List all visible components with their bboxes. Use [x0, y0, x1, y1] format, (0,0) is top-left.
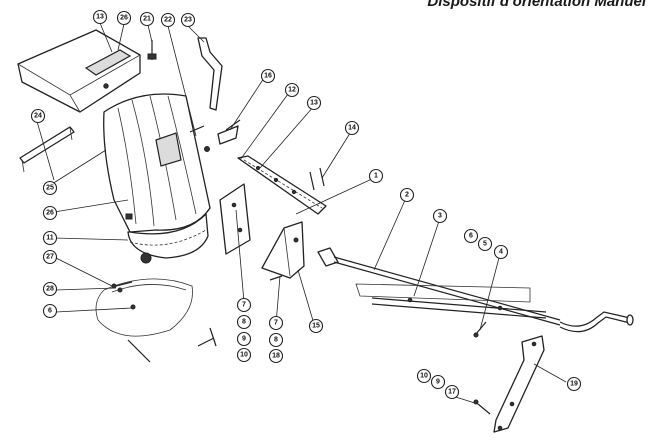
callout-28: 28 — [42, 281, 58, 297]
callout-8a: 8 — [236, 314, 252, 330]
svg-text:26: 26 — [120, 15, 128, 22]
crank-shaft — [317, 247, 634, 333]
locking-lever — [197, 37, 241, 145]
callout-13a: 13 — [92, 9, 108, 25]
svg-text:16: 16 — [264, 73, 272, 80]
mounting-brackets — [219, 183, 305, 281]
deflector-bracket — [19, 126, 75, 173]
callout-13b: 13 — [306, 95, 322, 111]
svg-text:7: 7 — [242, 302, 246, 309]
svg-text:10: 10 — [420, 373, 428, 380]
svg-text:12: 12 — [288, 87, 296, 94]
page-title: Dispositif d'orientation Manuel — [427, 0, 646, 10]
callout-21: 21 — [139, 11, 155, 27]
svg-text:7: 7 — [274, 320, 278, 327]
callout-23: 23 — [180, 12, 196, 28]
svg-text:18: 18 — [272, 353, 280, 360]
callout-1: 1 — [368, 168, 384, 184]
svg-text:11: 11 — [46, 235, 54, 242]
svg-text:26: 26 — [46, 210, 54, 217]
svg-text:28: 28 — [46, 286, 54, 293]
svg-text:19: 19 — [570, 381, 578, 388]
svg-text:13: 13 — [96, 14, 104, 21]
svg-text:15: 15 — [312, 323, 320, 330]
callout-7a: 7 — [236, 297, 252, 313]
svg-text:6: 6 — [48, 308, 52, 315]
svg-text:3: 3 — [438, 213, 442, 220]
svg-text:27: 27 — [46, 254, 54, 261]
callout-6b: 6 — [42, 303, 58, 319]
callout-6a: 6 — [463, 228, 479, 244]
chute-cover — [17, 29, 141, 113]
svg-text:22: 22 — [164, 17, 172, 24]
callout-17: 17 — [444, 384, 460, 400]
callout-25: 25 — [42, 180, 58, 196]
callout-12: 12 — [284, 82, 300, 98]
discharge-chute — [103, 93, 211, 259]
support-bracket — [473, 335, 545, 433]
callout-10b: 10 — [416, 368, 432, 384]
svg-text:1: 1 — [374, 173, 378, 180]
callout-26a: 26 — [116, 10, 132, 26]
svg-text:6: 6 — [469, 233, 473, 240]
svg-text:21: 21 — [143, 16, 151, 23]
callout-9a: 9 — [236, 331, 252, 347]
svg-text:23: 23 — [184, 17, 192, 24]
callout-14: 14 — [344, 120, 360, 136]
svg-text:2: 2 — [405, 192, 409, 199]
svg-text:9: 9 — [436, 379, 440, 386]
callout-26b: 26 — [42, 205, 58, 221]
svg-text:8: 8 — [242, 319, 246, 326]
svg-text:9: 9 — [242, 336, 246, 343]
callout-11: 11 — [42, 230, 58, 246]
svg-text:5: 5 — [483, 241, 487, 248]
small-pins — [309, 167, 325, 191]
svg-text:10: 10 — [240, 352, 248, 359]
callout-18: 18 — [268, 348, 284, 364]
guide-tube — [355, 283, 547, 319]
callout-16: 16 — [260, 68, 276, 84]
callout-3: 3 — [432, 208, 448, 224]
callout-22: 22 — [160, 12, 176, 28]
callout-2: 2 — [399, 187, 415, 203]
callout-19: 19 — [566, 376, 582, 392]
hardware-bolts — [111, 40, 487, 347]
callout-15: 15 — [308, 318, 324, 334]
gear-rack-bar — [237, 155, 327, 215]
callout-4: 4 — [493, 244, 509, 260]
callout-27: 27 — [42, 249, 58, 265]
svg-text:14: 14 — [348, 125, 356, 132]
svg-text:24: 24 — [34, 113, 42, 120]
callout-7b: 7 — [268, 315, 284, 331]
callout-10a: 10 — [236, 347, 252, 363]
callout-9b: 9 — [430, 374, 446, 390]
svg-text:13: 13 — [310, 100, 318, 107]
retainer-ring — [95, 252, 193, 363]
callout-8b: 8 — [268, 332, 284, 348]
callout-5: 5 — [477, 236, 493, 252]
svg-text:25: 25 — [46, 185, 54, 192]
svg-text:4: 4 — [499, 249, 503, 256]
callout-24: 24 — [30, 108, 46, 124]
svg-text:17: 17 — [448, 389, 456, 396]
svg-text:8: 8 — [274, 337, 278, 344]
